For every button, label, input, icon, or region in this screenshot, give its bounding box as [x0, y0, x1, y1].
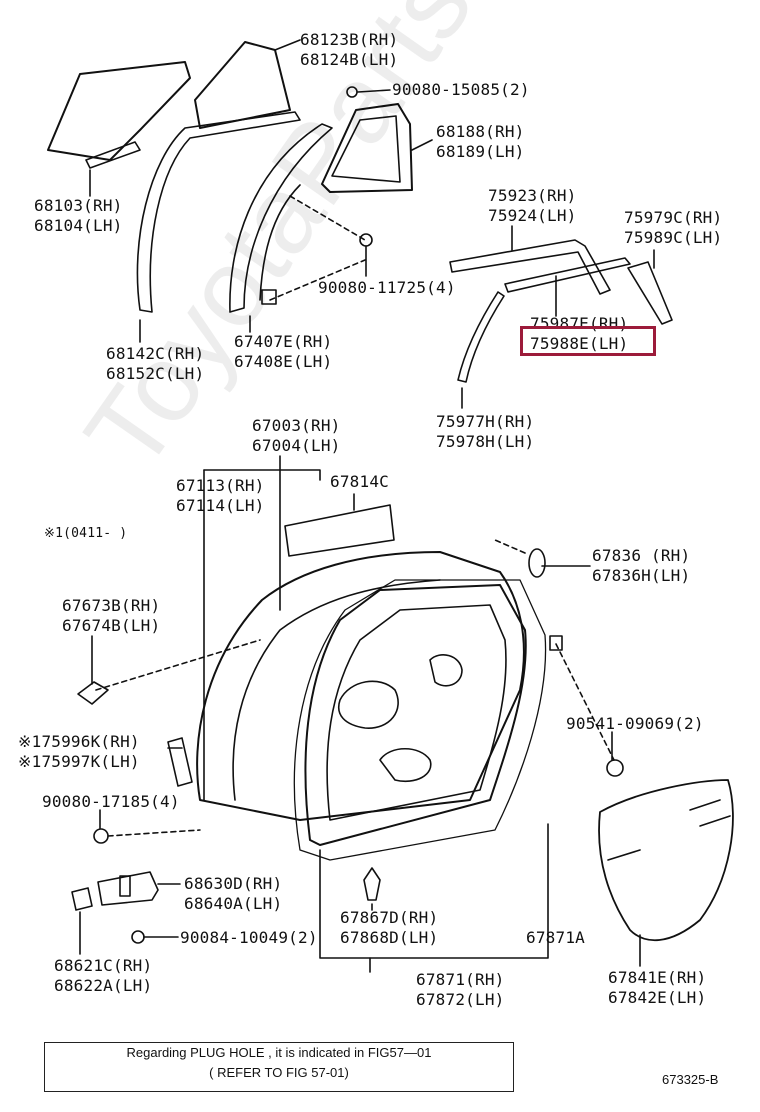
label-90080-11725: 90080-11725(4)	[318, 278, 456, 297]
garnish	[284, 504, 395, 557]
label-90084-10049: 90084-10049(2)	[180, 928, 318, 947]
label-75977h: 75977H(RH)75978H(LH)	[436, 412, 535, 451]
label-90541-09069: 90541-09069(2)	[566, 714, 704, 733]
quarter-glass	[194, 41, 291, 129]
label-68142c: 68142C(RH)68152C(LH)	[106, 344, 205, 383]
label-68103: 68103(RH)68104(LH)	[34, 196, 123, 235]
run-channel	[136, 111, 301, 313]
label-67867d: 67867D(RH)67868D(LH)	[340, 908, 439, 947]
division-bar	[229, 123, 333, 313]
label-68123b: 68123B(RH)68124B(LH)	[300, 30, 399, 69]
label-67113: 67113(RH)67114(LH)	[176, 476, 265, 515]
label-67003: 67003(RH)67004(LH)	[252, 416, 341, 455]
figure-code: 673325-B	[662, 1072, 719, 1087]
label-67407e: 67407E(RH)67408E(LH)	[234, 332, 333, 371]
label-68630d: 68630D(RH)68640A(LH)	[184, 874, 283, 913]
label-75996k: ※175996K(RH)※175997K(LH)	[18, 732, 140, 771]
highlighted-part-75988e	[520, 326, 656, 356]
label-67814c: 67814C	[330, 472, 389, 491]
label-90080-17185: 90080-17185(4)	[42, 792, 180, 811]
quarter-window	[321, 103, 413, 193]
note-1: ※1(0411- )	[44, 526, 128, 541]
label-90080-15085: 90080-15085(2)	[392, 80, 530, 99]
label-67836: 67836 (RH)67836H(LH)	[592, 546, 691, 585]
label-67841e: 67841E(RH)67842E(LH)	[608, 968, 707, 1007]
label-68188: 68188(RH)68189(LH)	[436, 122, 525, 161]
weatherstrip	[293, 579, 547, 861]
label-67871: 67871(RH)67872(LH)	[416, 970, 505, 1009]
belt-moulding	[449, 239, 611, 295]
service-hole-cover	[598, 779, 734, 942]
label-67673b: 67673B(RH)67674B(LH)	[62, 596, 161, 635]
label-75923: 75923(RH)75924(LH)	[488, 186, 577, 225]
door-panel	[196, 551, 525, 821]
door-glass	[47, 61, 191, 161]
label-67871a: 67871A	[526, 928, 585, 947]
door-hinge	[97, 871, 159, 906]
plug-hole-note: Regarding PLUG HOLE , it is indicated in…	[44, 1042, 514, 1092]
label-75979c: 75979C(RH)75989C(LH)	[624, 208, 723, 247]
label-68621c: 68621C(RH)68622A(LH)	[54, 956, 153, 995]
